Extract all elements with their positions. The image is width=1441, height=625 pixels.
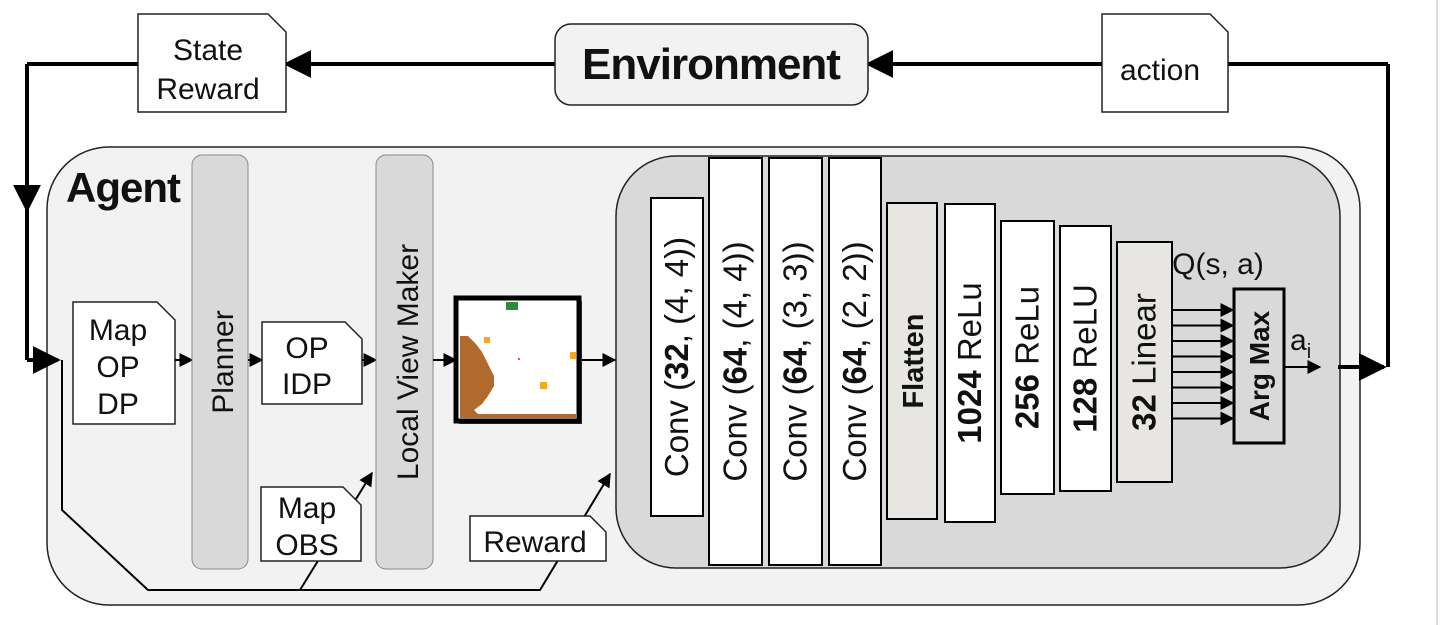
q-value-arrows: [1172, 303, 1235, 426]
layer-box-3: [768, 157, 823, 566]
layer-label-4: Conv (64, (2, 2)): [836, 241, 873, 481]
map-obs-note: [260, 486, 362, 562]
layer-label-9: 32 Linear: [1126, 293, 1163, 431]
local-view-maker-block: [375, 154, 434, 570]
local-view-maker-label: Local View Maker: [392, 244, 425, 480]
terrain-region: [460, 336, 576, 418]
layer-label-2: Conv (64, (4, 4)): [717, 241, 754, 481]
output-action-subscript: i: [1307, 341, 1311, 363]
state-label: State: [173, 34, 243, 67]
action-note: [1101, 13, 1229, 113]
agent-marker: [518, 358, 520, 360]
point-marker-1: [484, 337, 490, 343]
layer-label-7: 256 ReLu: [1009, 286, 1046, 429]
network-layers: Conv (32, (4, 4)) Conv (64, (4, 4)) Conv (…: [650, 157, 1173, 566]
idp-label: IDP: [282, 368, 332, 401]
argmax-block: [1232, 287, 1286, 445]
point-marker-2: [540, 382, 547, 389]
q-value-label: Q(s, a): [1172, 248, 1264, 281]
environment-box: [554, 23, 869, 106]
layer-box-6: [944, 203, 996, 523]
layer-box-4: [828, 157, 882, 566]
agent-label: Agent: [66, 164, 181, 211]
reward-label: Reward: [156, 73, 259, 106]
map-obs-map-label: Map: [278, 492, 336, 525]
layer-label-1: Conv (32, (4, 4)): [658, 237, 695, 477]
layer-label-8: 128 ReLU: [1067, 284, 1104, 433]
layer-label-3: Conv (64, (3, 3)): [777, 241, 814, 481]
point-marker-3: [570, 352, 576, 359]
layer-box-5: [886, 202, 938, 520]
layer-label-5: Flatten: [898, 313, 930, 408]
environment-label: Environment: [582, 40, 841, 89]
dp-label: DP: [97, 388, 139, 421]
reward-note-label: Reward: [483, 526, 586, 559]
obs-label: OBS: [275, 529, 338, 562]
goal-marker: [506, 302, 518, 310]
layer-box-1: [650, 197, 704, 517]
layer-box-8: [1059, 225, 1112, 492]
output-action-label: ai: [1290, 324, 1311, 363]
layer-label-6: 1024 ReLu: [951, 282, 988, 443]
layer-box-2: [708, 157, 763, 566]
op-idp-note: [261, 321, 363, 405]
map-op-dp-note: [72, 301, 176, 425]
map-label: Map: [89, 314, 147, 347]
action-label: action: [1120, 54, 1200, 87]
state-reward-note: [137, 13, 287, 113]
output-action-letter: a: [1290, 324, 1307, 357]
reward-note: [469, 515, 607, 562]
layer-box-9: [1116, 241, 1173, 483]
planner-label: Planner: [207, 310, 240, 413]
op-label: OP: [96, 351, 139, 384]
layer-box-7: [1000, 220, 1055, 495]
local-view-image: [453, 295, 582, 424]
planner-block: [191, 154, 249, 570]
argmax-label: Arg Max: [1244, 310, 1275, 421]
op-note-label: OP: [285, 332, 328, 365]
